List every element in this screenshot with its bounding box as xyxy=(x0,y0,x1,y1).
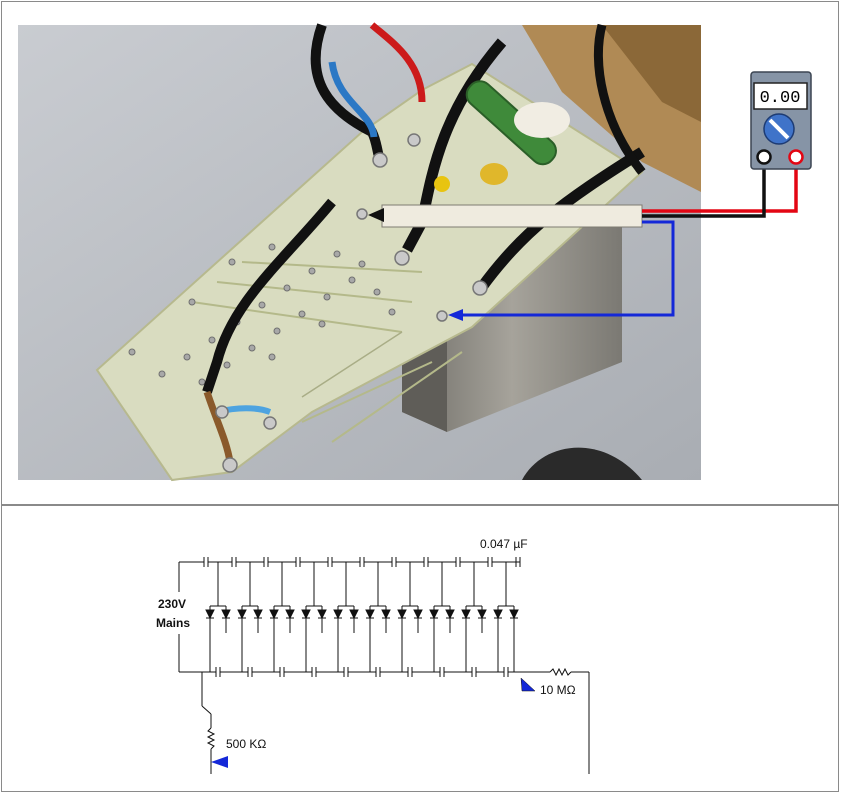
output-probe-marker xyxy=(520,677,536,692)
diode xyxy=(477,609,487,620)
photo-illustration: 0.00 xyxy=(18,22,812,482)
resistor-10m xyxy=(549,667,572,677)
black-lead xyxy=(642,162,766,218)
wire xyxy=(201,705,212,715)
diode xyxy=(445,609,455,620)
blue-lead xyxy=(462,220,675,317)
ground-resistor-label: 500 KΩ xyxy=(226,737,266,751)
source-label-line1: 230V xyxy=(158,597,186,611)
diode xyxy=(269,609,279,620)
diode xyxy=(493,609,503,620)
source-label-line2: Mains xyxy=(156,616,190,630)
diode xyxy=(253,609,263,620)
diode xyxy=(237,609,247,620)
resistor-500k xyxy=(206,727,216,750)
pcb-board xyxy=(95,62,644,482)
volt-jack-icon xyxy=(788,149,804,165)
multimeter: 0.00 xyxy=(750,71,812,170)
capacitor-value-label: 0.047 µF xyxy=(480,537,528,551)
diode xyxy=(429,609,439,620)
yellow-dot xyxy=(434,176,450,192)
meter-display xyxy=(753,82,808,110)
diode xyxy=(413,609,423,620)
diode xyxy=(349,609,359,620)
diode xyxy=(317,609,327,620)
diode xyxy=(221,609,231,620)
hv-probe xyxy=(368,204,643,228)
blue-lead-tip xyxy=(448,309,463,321)
photo xyxy=(18,22,701,482)
com-jack-icon xyxy=(756,149,772,165)
diode xyxy=(301,609,311,620)
load-resistor-label: 10 MΩ xyxy=(540,683,576,697)
diode xyxy=(365,609,375,620)
red-lead xyxy=(642,162,798,213)
diode xyxy=(205,609,215,620)
ground-probe-marker xyxy=(211,756,228,768)
schematic-panel: 0.047 µF 230V Mains 10 MΩ 500 KΩ xyxy=(1,505,839,792)
photo-panel: 0.00 xyxy=(1,1,839,505)
diode xyxy=(397,609,407,620)
diode xyxy=(381,609,391,620)
diode xyxy=(461,609,471,620)
diode xyxy=(333,609,343,620)
diode xyxy=(509,609,519,620)
multiplier-schematic: 0.047 µF 230V Mains 10 MΩ 500 KΩ xyxy=(156,537,590,774)
meter-reading: 0.00 xyxy=(760,89,801,108)
schematic-wiring xyxy=(178,557,590,774)
diode xyxy=(285,609,295,620)
